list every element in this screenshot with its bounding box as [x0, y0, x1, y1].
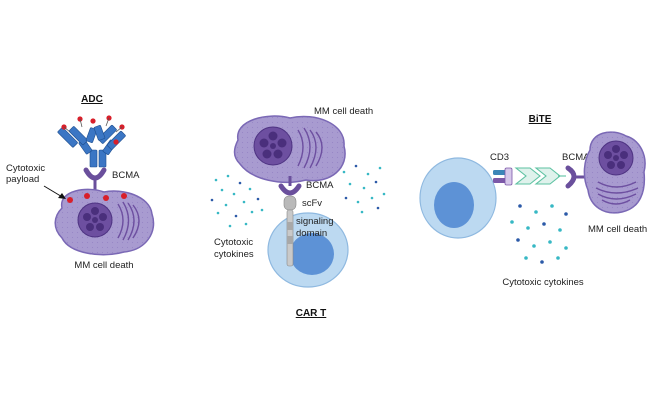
cart-car-receptor-icon: [283, 195, 297, 267]
adc-payload-label-line1: Cytotoxic: [6, 163, 45, 174]
bite-cytokines: [510, 204, 568, 264]
cart-bcma-receptor-icon: [278, 176, 302, 196]
bite-mm-cell: [583, 131, 646, 214]
adc-mm-cell: [54, 188, 155, 256]
cart-panel: MM cell death BCMA: [210, 106, 386, 319]
bite-death-label: MM cell death: [588, 224, 647, 235]
cart-signal-label-line1: signaling: [296, 216, 334, 227]
adc-title: ADC: [81, 94, 103, 105]
adc-panel: ADC: [6, 94, 155, 271]
adc-death-label: MM cell death: [74, 260, 133, 271]
bite-cd3-receptor-icon: [493, 167, 513, 186]
bite-molecule-icon: [514, 167, 566, 185]
adc-bcma-label: BCMA: [112, 170, 140, 181]
cart-cytokines-label-line1: Cytotoxic: [214, 237, 253, 248]
bite-title: BiTE: [529, 114, 552, 125]
cart-cytokines-left: [210, 174, 264, 228]
bite-cd3-label: CD3: [490, 152, 509, 163]
cart-signal-label-line2: domain: [296, 228, 327, 239]
adc-payload-dots: [61, 115, 125, 145]
cart-death-label: MM cell death: [314, 106, 373, 117]
cart-cytokines-right: [342, 164, 386, 214]
cart-scfv-label: scFv: [302, 198, 322, 209]
cart-bcma-label: BCMA: [306, 180, 334, 191]
bite-bcma-label: BCMA: [562, 152, 590, 163]
bite-t-cell: [419, 157, 497, 239]
bite-panel: BiTE CD3 BCMA: [419, 114, 647, 288]
cart-title: CAR T: [296, 308, 327, 319]
adc-er-lines: [117, 201, 140, 241]
adc-antibody-icon: [57, 124, 126, 168]
cart-cytokines-label-line2: cytokines: [214, 249, 254, 260]
adc-payload-label-line2: payload: [6, 174, 39, 185]
bite-cytokines-label: Cytotoxic cytokines: [502, 277, 584, 288]
cart-mm-cell: [233, 115, 346, 183]
